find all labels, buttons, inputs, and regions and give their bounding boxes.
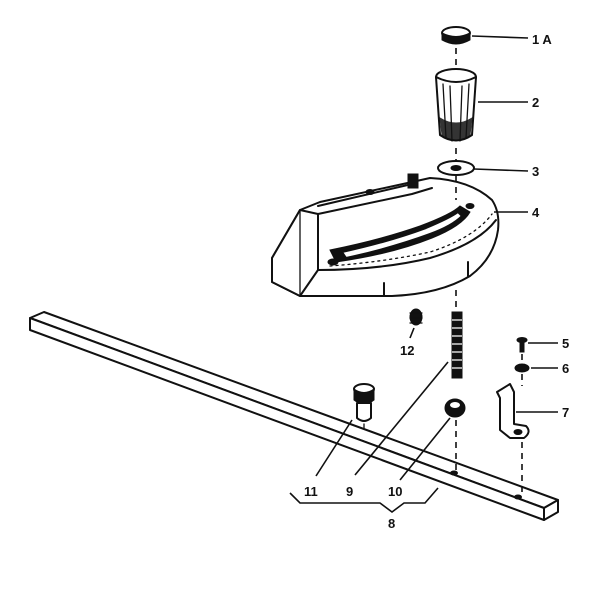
callout-11: 11 (304, 484, 318, 499)
part-8-miter-bar (29, 311, 559, 521)
part-1a-cap (441, 26, 471, 45)
callout-10: 10 (388, 484, 402, 499)
callout-5: 5 (562, 336, 569, 351)
part-10-nut (444, 398, 466, 418)
callout-labels: 1 A 2 3 4 5 6 7 8 9 10 11 12 (304, 32, 569, 531)
leader-lines (289, 35, 558, 513)
part-3-washer (437, 160, 475, 176)
assembly-lines (455, 48, 523, 494)
callout-3: 3 (532, 164, 539, 179)
part-12-set-screw (409, 308, 423, 326)
callout-7: 7 (562, 405, 569, 420)
callout-2: 2 (532, 95, 539, 110)
callout-1a: 1 A (532, 32, 552, 47)
part-9-threaded-stud (451, 311, 463, 379)
part-7-clamp-bracket (496, 383, 530, 439)
part-11-stop-knob (353, 383, 375, 437)
callout-8: 8 (388, 516, 395, 531)
part-2-knob-handle (435, 68, 477, 142)
part-6-lock-washer (514, 363, 530, 373)
callout-9: 9 (346, 484, 353, 499)
callout-12: 12 (400, 343, 414, 358)
callout-6: 6 (562, 361, 569, 376)
part-4-miter-gauge-body (271, 173, 500, 297)
part-5-screw (516, 337, 528, 353)
callout-4: 4 (532, 205, 540, 220)
